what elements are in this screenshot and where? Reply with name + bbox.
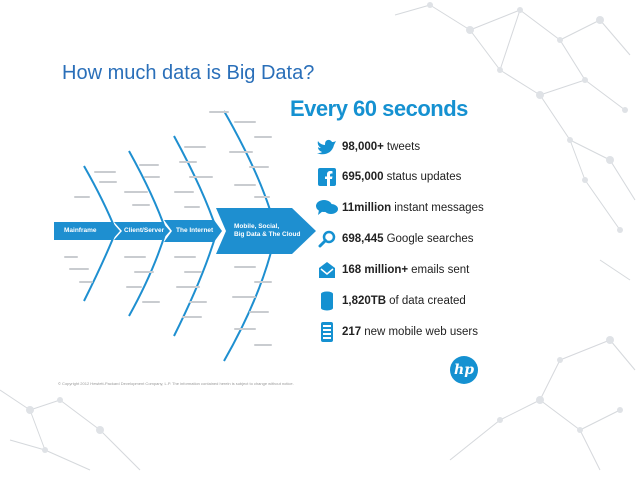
twitter-bird-icon	[316, 136, 338, 158]
facebook-icon	[316, 166, 338, 188]
stat-instant-messages: 11million instant messages	[316, 197, 484, 219]
stage-label-internet: The Internet	[176, 227, 214, 234]
stat-emails-sent: 168 million+ emails sent	[316, 259, 469, 281]
headline: Every 60 seconds	[290, 96, 468, 121]
email-icon	[316, 259, 338, 281]
stat-google-searches: 698,445 Google searches	[316, 228, 474, 250]
stage-label-mobile-cloud: Mobile, Social, Big Data & The Cloud	[234, 223, 301, 238]
mobile-phone-icon	[316, 321, 338, 343]
big-data-infographic: Mainframe Client/Server The Internet Mob…	[54, 96, 484, 390]
stage-label-mainframe: Mainframe	[64, 227, 97, 234]
copyright-notice: © Copyright 2012 Hewlett-Packard Develop…	[58, 381, 294, 386]
stat-mobile-users: 217 new mobile web users	[316, 321, 478, 343]
hp-logo: hp	[450, 356, 478, 384]
stage-label-client-server: Client/Server	[124, 227, 165, 234]
magnifier-icon	[316, 228, 338, 250]
stat-data-created: 1,820TB of data created	[316, 290, 466, 312]
slide-title: How much data is Big Data?	[62, 62, 315, 84]
database-icon	[316, 290, 338, 312]
chat-bubbles-icon	[316, 197, 338, 219]
stat-status-updates: 695,000 status updates	[316, 166, 461, 188]
stat-tweets: 98,000+ tweets	[316, 136, 420, 158]
